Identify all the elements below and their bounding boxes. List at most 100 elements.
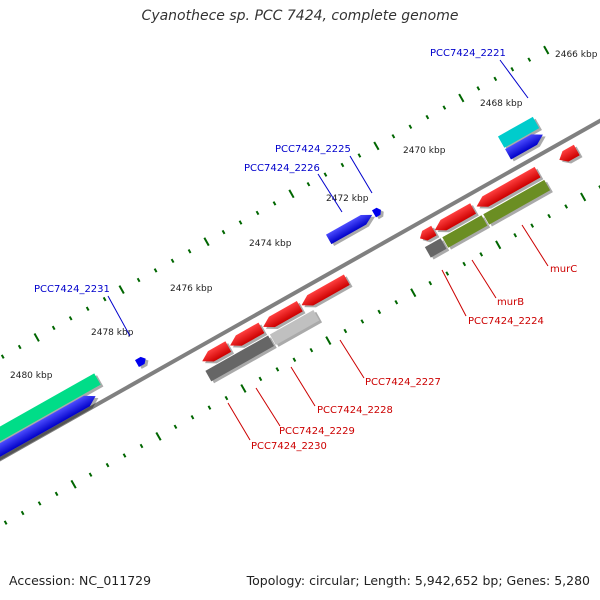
inner-tick [428, 280, 433, 286]
kbp-label: 2480 kbp [10, 371, 53, 381]
feature-pcc7424-2231 [0, 395, 99, 472]
genome-summary-text: Topology: circular; Length: 5,942,652 bp… [246, 573, 590, 588]
inner-tick [155, 431, 162, 441]
outer-tick [425, 114, 430, 120]
features [0, 116, 600, 472]
accession-text: Accession: NC_011729 [9, 573, 152, 588]
inner-tick [377, 309, 382, 315]
kbp-label: 2472 kbp [326, 194, 369, 204]
inner-tick [394, 300, 399, 305]
outer-tick [255, 210, 260, 216]
gene-label: PCC7424_2227 [365, 377, 441, 388]
outer-tick [357, 153, 362, 158]
feature-small-blue-body [134, 356, 146, 368]
outer-tick [458, 93, 465, 103]
feature-pcc7424-2228 [263, 300, 306, 330]
outer-tick [288, 189, 295, 199]
feature-pcc7424-2224-body [419, 225, 437, 241]
feature-murB [434, 203, 479, 233]
feature-murC-body [476, 166, 541, 207]
feature-pcc7424-2231-body [0, 395, 96, 471]
feature-pcc7424-2227 [301, 274, 353, 308]
leader-line [499, 59, 529, 99]
inner-tick [513, 232, 518, 238]
feature-pcc7424-2230 [202, 341, 235, 364]
feature-pcc7424-2226-body [325, 214, 373, 245]
gene-label: PCC7424_2225 [275, 144, 351, 155]
inner-tick [70, 479, 77, 489]
feature-gray-c-body [424, 238, 447, 258]
feature-green-body [0, 373, 101, 459]
outer-tick [510, 67, 515, 72]
outer-tick [0, 354, 5, 359]
kbp-label: 2474 kbp [249, 239, 292, 249]
feature-pcc7424-2221b [505, 134, 546, 162]
leader-line [521, 224, 549, 267]
inner-tick [598, 185, 600, 190]
inner-tick [3, 520, 8, 525]
outer-tick [187, 249, 192, 254]
outer-tick [170, 258, 175, 264]
inner-tick [105, 462, 110, 468]
inner-tick [224, 395, 229, 401]
feature-gray-b-body [269, 309, 320, 346]
outer-tick [323, 172, 328, 177]
inner-tick [343, 328, 348, 334]
leader-line [107, 295, 131, 337]
outer-tick [203, 237, 210, 247]
inner-tick [445, 271, 450, 276]
gene-label: PCC7424_2221 [430, 48, 506, 59]
kbp-label: 2468 kbp [480, 99, 523, 109]
outer-tick [118, 285, 125, 294]
inner-tick [139, 443, 144, 449]
inner-tick [547, 213, 552, 219]
outer-tick [493, 76, 498, 82]
outer-tick [306, 181, 311, 187]
feature-olive-b-body [483, 179, 551, 225]
feature-green [0, 373, 104, 461]
map-title: Cyanothece sp. PCC 7424, complete genome [141, 8, 459, 24]
outer-tick [340, 162, 345, 168]
outer-tick [442, 105, 447, 110]
outer-tick [153, 268, 158, 273]
inner-tick [173, 424, 178, 430]
feature-olive-a-body [442, 215, 488, 248]
feature-gray-b [269, 309, 323, 347]
inner-tick [240, 384, 247, 393]
feature-pcc7424-2229 [230, 322, 268, 348]
kbp-label: 2466 kbp [555, 50, 598, 60]
feature-pcc7424-2228-body [263, 300, 303, 328]
inner-tick [325, 336, 332, 346]
feature-pcc7424-2225 [372, 207, 384, 220]
inner-tick [88, 472, 93, 477]
inner-tick [20, 510, 25, 516]
feature-pcc7424-2230-body [202, 341, 232, 362]
outer-tick [51, 325, 56, 331]
outer-tick [221, 229, 226, 235]
kbp-label: 2476 kbp [170, 284, 213, 294]
gene-label: PCC7424_2229 [279, 426, 355, 437]
outer-tick [543, 45, 550, 55]
kbp-label: 2470 kbp [403, 146, 446, 156]
feature-olive-b [483, 179, 553, 227]
tick-marks [0, 45, 600, 525]
outer-tick [33, 333, 40, 342]
leader-line [255, 387, 281, 427]
inner-tick [292, 357, 297, 362]
feature-gray-a-body [205, 335, 274, 382]
inner-tick [410, 288, 417, 298]
inner-tick [309, 347, 314, 353]
inner-tick [275, 367, 280, 372]
feature-murB-body [434, 203, 477, 231]
outer-tick [85, 306, 90, 311]
outer-tick [373, 141, 380, 151]
inner-tick [530, 223, 535, 228]
outer-tick [408, 124, 413, 129]
feature-pcc7424-2225-body [372, 207, 381, 218]
inner-tick [54, 491, 59, 497]
outer-tick [391, 134, 396, 139]
feature-pcc7424-2224 [419, 225, 440, 243]
inner-tick [190, 414, 195, 420]
feature-pcc7424-2226 [325, 214, 376, 247]
